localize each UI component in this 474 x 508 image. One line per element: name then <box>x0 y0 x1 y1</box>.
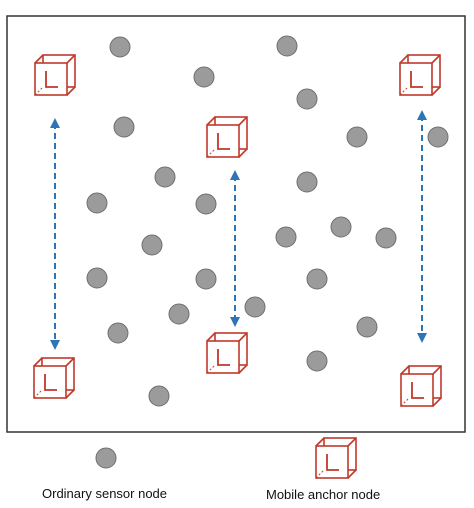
sensor-node <box>427 126 449 148</box>
sensor-node <box>107 322 129 344</box>
sensor-node <box>113 116 135 138</box>
sensor-node <box>154 166 176 188</box>
sensor-node <box>141 234 163 256</box>
sensor-node <box>148 385 170 407</box>
sensor-node <box>306 268 328 290</box>
sensor-node <box>193 66 215 88</box>
sensor-node <box>244 296 266 318</box>
sensor-node <box>195 268 217 290</box>
sensor-node <box>306 350 328 372</box>
sensor-node <box>375 227 397 249</box>
sensor-node <box>330 216 352 238</box>
sensor-node <box>195 193 217 215</box>
legend-sensor-icon <box>95 447 117 469</box>
sensor-node <box>296 171 318 193</box>
legend-anchor-icon <box>315 437 357 479</box>
sensor-node <box>168 303 190 325</box>
movement-arrows <box>50 110 427 350</box>
sensor-node <box>296 88 318 110</box>
sensor-nodes <box>86 35 449 407</box>
legend-sensor-label: Ordinary sensor node <box>42 486 168 501</box>
sensor-node <box>275 226 297 248</box>
sensor-node <box>356 316 378 338</box>
sensor-node <box>86 267 108 289</box>
sensor-node <box>276 35 298 57</box>
sensor-node <box>346 126 368 148</box>
sensor-node <box>86 192 108 214</box>
legend-anchor-label: Mobile anchor node <box>266 487 381 502</box>
sensor-node <box>109 36 131 58</box>
